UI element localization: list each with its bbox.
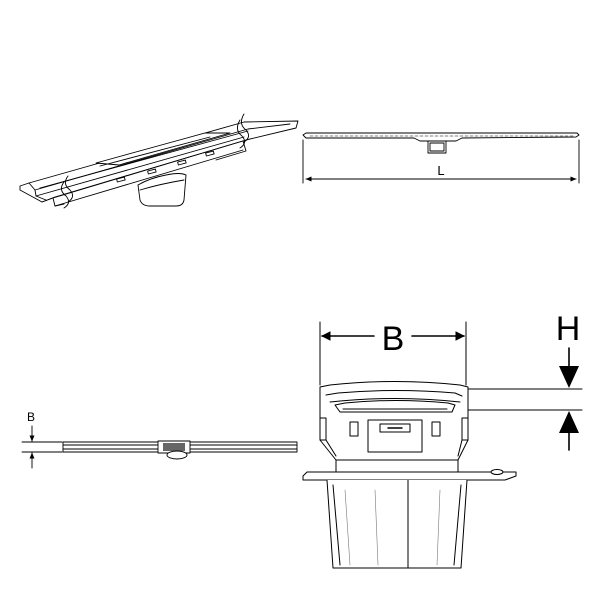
width-section-label: B (382, 320, 405, 358)
height-section-label: H (556, 310, 581, 348)
side-view-length (302, 132, 580, 184)
cross-section-view (302, 321, 583, 569)
length-label: L (437, 163, 444, 178)
width-top-view-label: B (27, 410, 35, 424)
isometric-drain-view (19, 113, 299, 209)
height-section-dimension (559, 347, 579, 451)
top-view-width (21, 425, 298, 469)
